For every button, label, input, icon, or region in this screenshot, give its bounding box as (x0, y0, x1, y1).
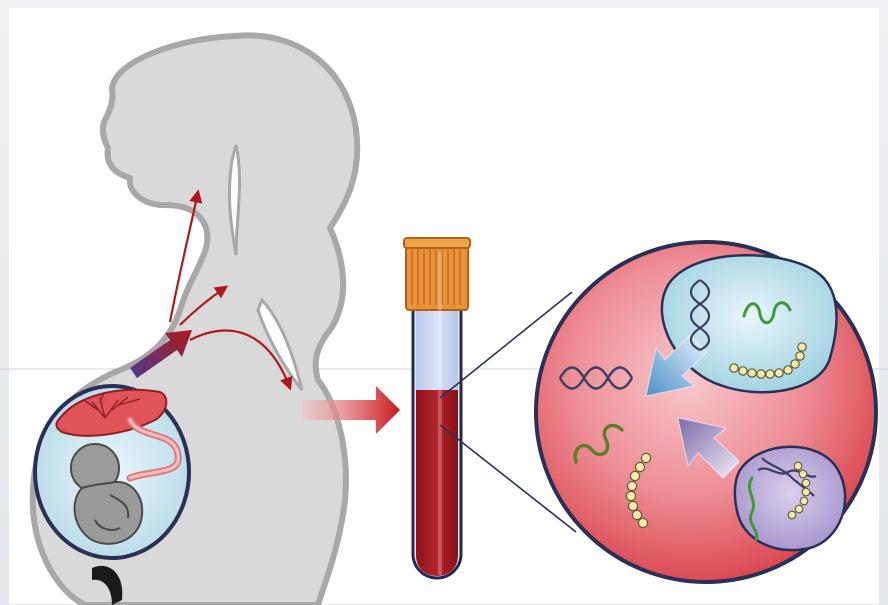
blood-tube-icon (404, 238, 470, 578)
